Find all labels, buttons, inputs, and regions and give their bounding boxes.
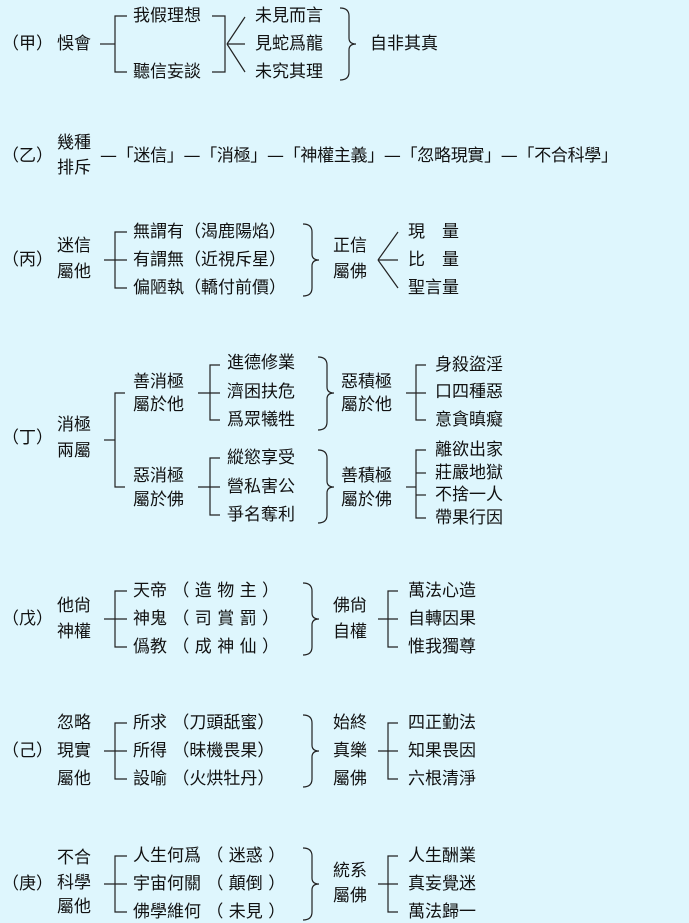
ding-brackets bbox=[104, 356, 426, 524]
wu-brackets bbox=[104, 582, 398, 656]
upper-sub: 口四種惡 bbox=[435, 382, 503, 402]
item: 僞教 （ 成 神 仙 ） bbox=[133, 637, 280, 657]
result: 始終 bbox=[333, 713, 367, 733]
section-label: 科學 bbox=[57, 873, 91, 893]
section-label: 不合 bbox=[57, 848, 91, 868]
lower-item: 縱慾享受 bbox=[227, 448, 295, 468]
upper-result: 惡積極 bbox=[341, 372, 392, 392]
upper-result: 屬於他 bbox=[341, 395, 392, 415]
section-marker: （乙） bbox=[2, 146, 53, 166]
lower-item: 爭名奪利 bbox=[227, 505, 295, 525]
section-label: 兩屬 bbox=[57, 441, 91, 461]
sub-item: 知果畏因 bbox=[408, 741, 476, 761]
item: 無謂有（渴鹿陽焰） bbox=[133, 222, 286, 242]
sub-item: 真妄覺迷 bbox=[408, 874, 476, 894]
lower-label: 屬於佛 bbox=[133, 490, 184, 510]
result: 屬佛 bbox=[333, 886, 367, 906]
upper-label: 善消極 bbox=[133, 372, 184, 392]
section-label: 屬他 bbox=[57, 897, 91, 917]
section-marker: （丁） bbox=[2, 428, 53, 448]
sub-item: 惟我獨尊 bbox=[408, 637, 476, 657]
jia-brackets bbox=[100, 7, 357, 81]
sub-item: 六根清淨 bbox=[408, 769, 476, 789]
lower-sub: 帶果行因 bbox=[435, 508, 503, 528]
item: 宇宙何關 （ 顛倒 ） bbox=[133, 874, 286, 894]
item: 天帝 （ 造 物 主 ） bbox=[133, 581, 280, 601]
result: 正信 bbox=[333, 236, 367, 256]
section-marker: （丙） bbox=[2, 250, 53, 270]
item: 設喻 （火烘牡丹） bbox=[133, 769, 275, 789]
sub-item: 四正勤法 bbox=[408, 713, 476, 733]
sub-item: 萬法心造 bbox=[408, 581, 476, 601]
section-label: 悞會 bbox=[57, 34, 91, 54]
item: 所得 （昧機畏果） bbox=[133, 741, 275, 761]
section-marker: （庚） bbox=[2, 874, 53, 894]
upper-item: 爲眾犧牲 bbox=[227, 410, 295, 430]
section-label: 忽略 bbox=[57, 713, 91, 733]
section-label: 消極 bbox=[57, 415, 91, 435]
upper-sub: 意貪瞋癡 bbox=[435, 410, 503, 430]
lower-sub: 離欲出家 bbox=[435, 440, 503, 460]
result: 真樂 bbox=[333, 741, 367, 761]
section-label: 屬他 bbox=[57, 769, 91, 789]
section-marker: （己） bbox=[2, 741, 53, 761]
result-item: 未究其理 bbox=[255, 62, 323, 82]
section-label: 他尙 bbox=[57, 596, 91, 616]
geng-brackets bbox=[104, 847, 398, 921]
upper-item: 濟困扶危 bbox=[227, 382, 295, 402]
lower-result: 善積極 bbox=[341, 466, 392, 486]
sub-item: 現 量 bbox=[408, 222, 459, 242]
lower-item: 營私害公 bbox=[227, 477, 295, 497]
section-label: 神權 bbox=[57, 622, 91, 642]
ji-brackets bbox=[104, 714, 398, 788]
item: 佛學維何 （ 未見 ） bbox=[133, 902, 286, 922]
result-item: 見蛇爲龍 bbox=[255, 34, 323, 54]
result-item: 未見而言 bbox=[255, 6, 323, 26]
cause-item: 我假理想 bbox=[133, 6, 201, 26]
upper-label: 屬於他 bbox=[133, 395, 184, 415]
section-marker: （戊） bbox=[2, 609, 53, 629]
bing-brackets bbox=[104, 223, 399, 297]
item: 偏陋執（轎付前價） bbox=[133, 278, 286, 298]
section-marker: （甲） bbox=[2, 34, 53, 54]
conclusion: 自非其真 bbox=[370, 34, 438, 54]
item: 人生何爲 （ 迷惑 ） bbox=[133, 846, 286, 866]
result: 屬佛 bbox=[333, 262, 367, 282]
result: 佛尙 bbox=[333, 596, 367, 616]
section-label: 屬他 bbox=[57, 262, 91, 282]
lower-sub: 不捨一人 bbox=[435, 485, 503, 505]
section-label: 幾種 bbox=[57, 133, 91, 153]
sub-item: 聖言量 bbox=[408, 278, 459, 298]
sub-item: 萬法歸一 bbox=[408, 902, 476, 922]
cause-item: 聽信妄談 bbox=[133, 62, 201, 82]
result: 統系 bbox=[333, 861, 367, 881]
sub-item: 自轉因果 bbox=[408, 609, 476, 629]
section-label: 排斥 bbox=[57, 158, 91, 178]
upper-item: 進德修業 bbox=[227, 353, 295, 373]
sub-item: 比 量 bbox=[408, 250, 459, 270]
item: 神鬼 （ 司 賞 罰 ） bbox=[133, 609, 280, 629]
result: 屬佛 bbox=[333, 769, 367, 789]
exclusion-chain: —「迷信」—「消極」—「神權主義」—「忽略現實」—「不合科學」 bbox=[100, 146, 618, 166]
item: 有謂無（近視斥星） bbox=[133, 250, 286, 270]
section-label: 現實 bbox=[57, 741, 91, 761]
sub-item: 人生酬業 bbox=[408, 846, 476, 866]
section-label: 迷信 bbox=[57, 236, 91, 256]
item: 所求 （刀頭舐蜜） bbox=[133, 713, 275, 733]
result: 自權 bbox=[333, 622, 367, 642]
lower-result: 屬於佛 bbox=[341, 490, 392, 510]
lower-label: 惡消極 bbox=[133, 466, 184, 486]
lower-sub: 莊嚴地獄 bbox=[435, 463, 503, 483]
upper-sub: 身殺盜淫 bbox=[435, 355, 503, 375]
